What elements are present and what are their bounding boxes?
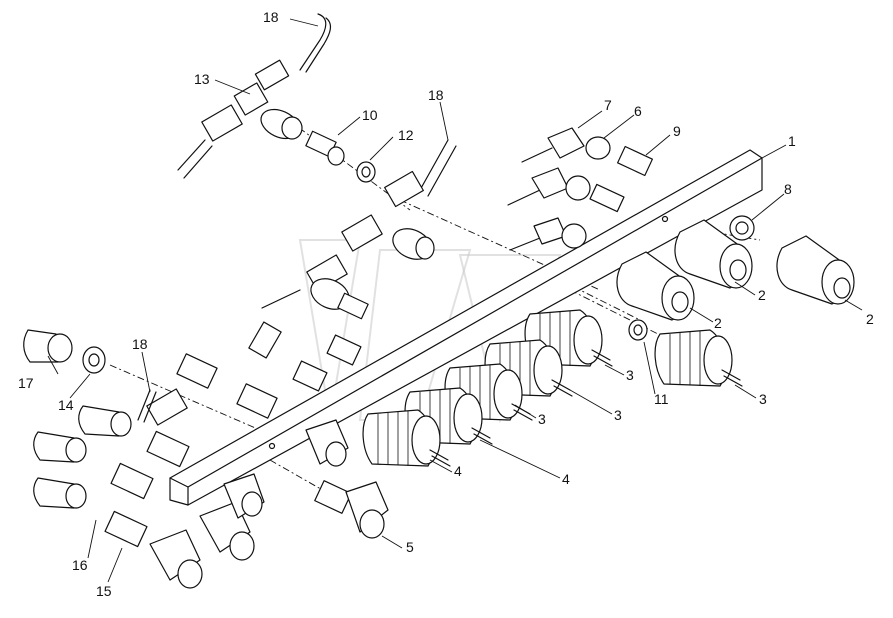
mounting-bracket (169, 149, 763, 506)
leader-lines (47, 18, 863, 583)
left-fittings (23, 321, 362, 548)
callout-15: 15 (96, 583, 112, 599)
callout-3-c: 3 (759, 391, 767, 407)
callout-4-right: 4 (562, 471, 570, 487)
callout-16: 16 (72, 557, 88, 573)
check-valve (314, 480, 389, 539)
hex-nut (729, 215, 755, 241)
tee-fitting-middle (261, 139, 457, 320)
pressure-sensors (616, 219, 855, 321)
callout-8: 8 (784, 181, 792, 197)
lock-nut (628, 319, 648, 341)
callout-labels: 18 13 10 12 18 7 6 9 1 8 2 2 2 3 3 3 3 1… (18, 9, 874, 599)
callout-3-b: 3 (614, 407, 622, 423)
callout-3-d: 3 (538, 411, 546, 427)
callout-1: 1 (788, 133, 796, 149)
callout-2-middle: 2 (758, 287, 766, 303)
callout-4-left: 4 (454, 463, 462, 479)
callout-2-left: 2 (714, 315, 722, 331)
callout-13: 13 (194, 71, 210, 87)
callout-2-right: 2 (866, 311, 874, 327)
lower-valve-cluster (149, 419, 349, 589)
callout-14: 14 (58, 397, 74, 413)
callout-7: 7 (604, 97, 612, 113)
callout-18-middle: 18 (428, 87, 444, 103)
tee-fitting-top (177, 13, 332, 179)
callout-5: 5 (406, 539, 414, 555)
ribbed-switches (362, 309, 743, 467)
callout-11: 11 (654, 391, 669, 407)
elbow-fittings (507, 127, 653, 251)
callout-10: 10 (362, 107, 378, 123)
callout-18-left: 18 (132, 336, 148, 352)
callout-17: 17 (18, 375, 34, 391)
callout-12: 12 (398, 127, 414, 143)
sealing-washer (356, 161, 376, 183)
callout-9: 9 (673, 123, 681, 139)
callout-18-top: 18 (263, 9, 279, 25)
callout-6: 6 (634, 103, 642, 119)
callout-3-a: 3 (626, 367, 634, 383)
union-nipple (305, 130, 345, 166)
